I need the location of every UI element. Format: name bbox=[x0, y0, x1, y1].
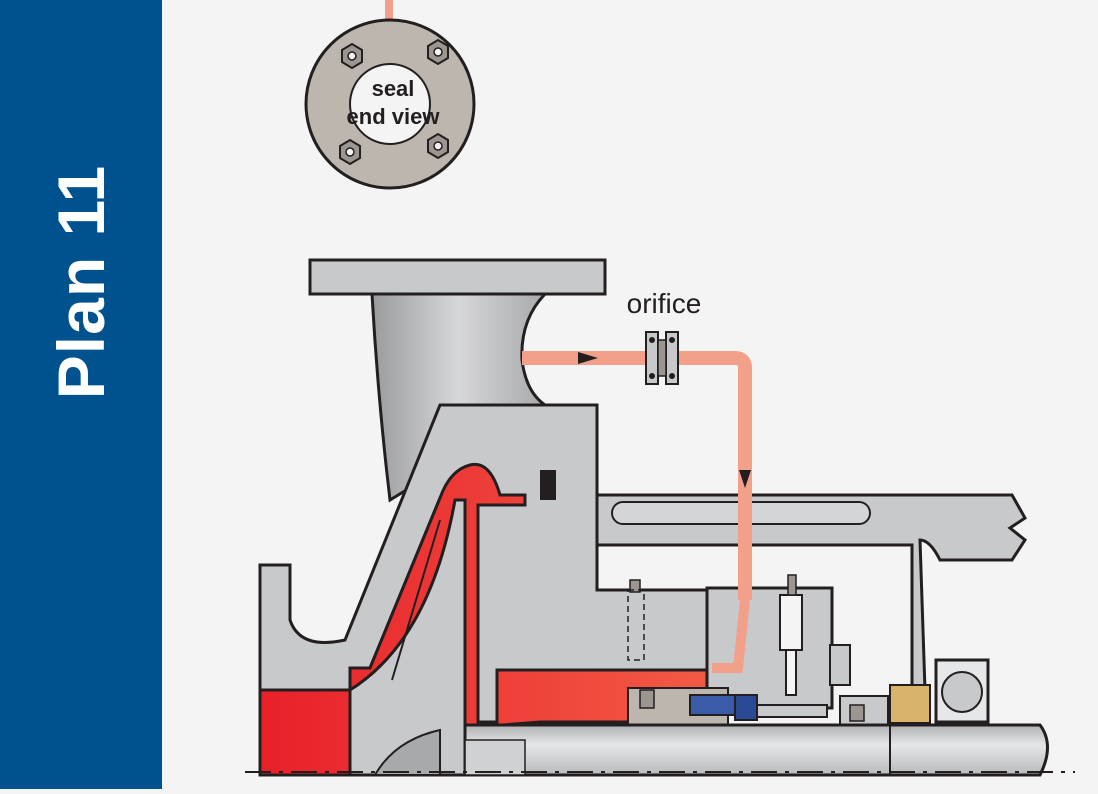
seal-end-view: seal end view bbox=[304, 0, 476, 190]
bolt-icon bbox=[427, 38, 449, 66]
seal-gland bbox=[627, 574, 851, 710]
flow-arrow-icon bbox=[739, 470, 751, 488]
shaft bbox=[463, 723, 1049, 777]
flush-pipe bbox=[522, 351, 752, 673]
bearing bbox=[889, 658, 990, 724]
seal-end-view-label-line2: end view bbox=[347, 104, 441, 129]
bolt-icon bbox=[341, 42, 363, 70]
diagram-canvas: seal end view bbox=[162, 0, 1098, 789]
bolt-icon bbox=[339, 138, 361, 166]
pump-discharge-nozzle bbox=[308, 258, 607, 503]
seal-bore bbox=[349, 63, 431, 145]
orifice-label: orifice bbox=[627, 288, 702, 319]
plan-title: Plan 11 bbox=[44, 164, 118, 400]
seal-end-view-label-line1: seal bbox=[372, 76, 415, 101]
bolt-icon bbox=[427, 132, 449, 160]
flush-pipe-top bbox=[385, 0, 393, 22]
orifice-fitting bbox=[645, 331, 679, 385]
mechanical-seal bbox=[627, 687, 889, 729]
piping-plan-diagram: seal end view bbox=[245, 0, 1075, 777]
sidebar-panel: Plan 11 bbox=[0, 0, 162, 789]
flow-arrow-icon bbox=[578, 352, 598, 364]
impeller bbox=[348, 498, 467, 777]
